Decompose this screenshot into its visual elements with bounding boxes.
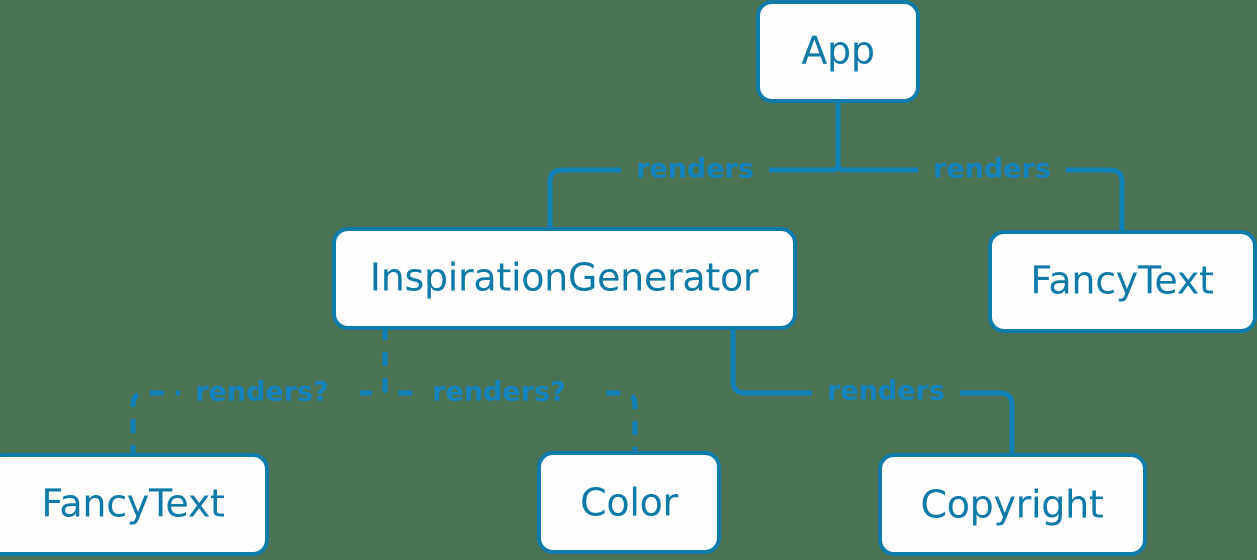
node-app-label: App — [801, 29, 874, 73]
node-inspiration-generator[interactable]: InspirationGenerator — [332, 227, 797, 330]
edge-inspiration-to-color: renders? — [382, 326, 638, 456]
edge-app-to-fancytext-right: renders — [835, 100, 1125, 234]
edge-label-backdrop-app-fancytext — [918, 152, 1066, 186]
edge-label-inspiration-fancytext: renders? — [195, 377, 329, 408]
edge-label-inspiration-color: renders? — [432, 377, 566, 408]
node-color[interactable]: Color — [537, 451, 721, 554]
node-inspiration-generator-box[interactable] — [332, 227, 797, 330]
node-copyright[interactable]: Copyright — [878, 453, 1147, 556]
node-fancytext-bottom-label: FancyText — [41, 482, 224, 526]
edge-inspiration-to-fancytext-bottom: renders? — [130, 326, 388, 456]
node-app[interactable]: App — [756, 0, 920, 103]
node-color-box[interactable] — [537, 451, 721, 554]
edge-label-app-inspiration: renders — [636, 154, 754, 185]
node-fancytext-right-box[interactable] — [988, 230, 1257, 333]
edge-label-backdrop-inspiration-color — [417, 375, 597, 411]
node-inspiration-generator-label: InspirationGenerator — [370, 256, 759, 300]
edge-label-inspiration-copyright: renders — [827, 376, 945, 407]
edge-label-app-fancytext: renders — [933, 154, 1051, 185]
edge-label-backdrop-inspiration-copyright — [812, 375, 960, 409]
edge-label-backdrop-app-inspiration — [621, 152, 769, 186]
node-app-box[interactable] — [756, 0, 920, 103]
node-copyright-box[interactable] — [878, 453, 1147, 556]
node-fancytext-bottom-box[interactable] — [0, 453, 269, 556]
node-color-label: Color — [580, 481, 678, 525]
edge-app-to-inspiration-generator: renders — [547, 100, 841, 232]
edge-label-backdrop-inspiration-fancytext — [180, 375, 360, 411]
edge-inspiration-to-copyright: renders — [730, 326, 1015, 456]
node-fancytext-right-label: FancyText — [1030, 259, 1213, 303]
node-fancytext-bottom[interactable]: FancyText — [0, 453, 269, 556]
node-fancytext-right[interactable]: FancyText — [988, 230, 1257, 333]
node-copyright-label: Copyright — [921, 483, 1104, 527]
